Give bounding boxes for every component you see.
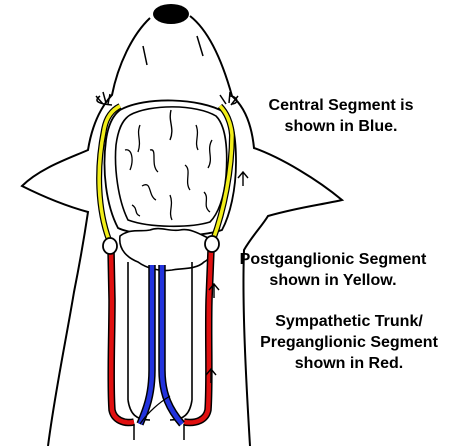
central-caption-line-1: Central Segment is	[268, 97, 414, 114]
nose-icon	[153, 4, 189, 24]
whisker-left	[95, 91, 111, 105]
whisker-right	[219, 91, 239, 106]
nose-ridge-right	[196, 35, 204, 57]
brain-gyri	[124, 124, 213, 221]
ganglion-node-left	[102, 237, 118, 255]
preganglionic-fill-left	[108, 249, 135, 425]
head-outline	[20, 17, 151, 446]
brain-icon	[114, 106, 228, 228]
inner-trunk-join-right	[169, 399, 193, 421]
sympathetic-trunk-caption: Sympathetic Trunk/ Preganglionic Segment…	[231, 311, 467, 374]
preganglionic-fill-right	[183, 249, 214, 425]
sympathetic-caption-line-2: Preganglionic Segment	[260, 334, 438, 351]
sympathetic-caption-line-3: shown in Red.	[294, 355, 404, 372]
central-fill-left	[137, 265, 155, 425]
brain-midline	[169, 109, 173, 141]
central-segment-caption: Central Segment is shown in Blue.	[250, 95, 432, 137]
postganglionic-caption-line-1: Postganglionic Segment	[239, 251, 427, 268]
sympathetic-caption-line-1: Sympathetic Trunk/	[275, 313, 423, 330]
sympathetic-trunk-left	[107, 249, 135, 427]
central-crossing	[139, 395, 171, 425]
central-caption-line-2: shown in Blue.	[284, 118, 398, 135]
ear-left-line	[96, 95, 113, 106]
postganglionic-segment-caption: Postganglionic Segment shown in Yellow.	[233, 249, 433, 291]
arrow-up-icon	[205, 170, 249, 383]
ganglion-node-right	[204, 235, 220, 253]
inner-trunk-join-left	[127, 399, 151, 421]
postganglionic-fill-left	[97, 104, 121, 241]
nose-ridge-left	[142, 45, 148, 66]
postganglionic-caption-line-2: shown in Yellow.	[269, 272, 397, 289]
brainstem	[118, 227, 214, 272]
postganglionic-fill-right	[211, 104, 234, 241]
ear-right-line	[229, 95, 238, 105]
